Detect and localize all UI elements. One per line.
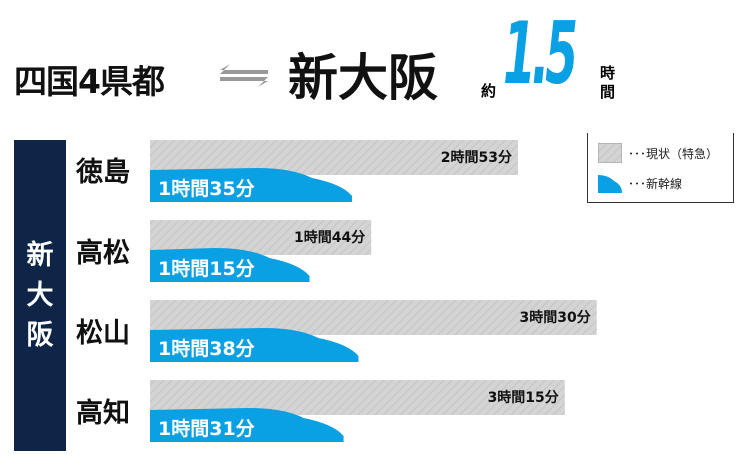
current-bar-label: 2時間53分	[441, 149, 512, 166]
shinkansen-swatch-icon	[598, 175, 622, 193]
legend-label: ･･･現状（特急）	[628, 146, 719, 161]
current-bar-label: 3時間15分	[488, 389, 559, 406]
hatched-swatch-icon	[598, 143, 622, 163]
current-bar-label: 3時間30分	[519, 309, 590, 326]
legend-item-shinkansen: ･･･新幹線	[598, 173, 682, 193]
origin-title: 四国4県都	[14, 62, 165, 101]
approx-label: 約	[481, 82, 497, 100]
side-char: 阪	[26, 319, 54, 351]
shinkansen-bar	[150, 248, 310, 282]
category-label: 松山	[76, 318, 130, 349]
legend-label: ･･･新幹線	[628, 176, 683, 191]
shinkansen-bar-label: 1時間31分	[158, 418, 255, 440]
category-label: 高知	[76, 398, 130, 429]
shinkansen-bar	[150, 408, 344, 442]
time-value: 1.5	[503, 4, 578, 104]
exchange-arrows-icon	[220, 64, 268, 87]
shinkansen-bar-label: 1時間38分	[158, 338, 255, 360]
category-label: 高松	[76, 238, 130, 269]
time-unit: 時間	[600, 64, 616, 101]
side-char: 新	[26, 239, 54, 271]
destination-title: 新大阪	[288, 49, 438, 107]
legend-item-current: ･･･現状（特急）	[598, 143, 718, 163]
legend: ･･･現状（特急） ･･･新幹線	[587, 133, 734, 203]
category-label: 徳島	[76, 157, 130, 188]
shinkansen-bar	[150, 328, 359, 362]
shinkansen-bar-label: 1時間15分	[158, 258, 255, 280]
side-char: 大	[26, 279, 54, 311]
current-bar-label: 1時間44分	[294, 229, 365, 246]
shinkansen-bar-label: 1時間35分	[158, 178, 255, 200]
side-label-shin-osaka: 新 大 阪	[14, 140, 66, 451]
shinkansen-bar	[150, 168, 353, 202]
